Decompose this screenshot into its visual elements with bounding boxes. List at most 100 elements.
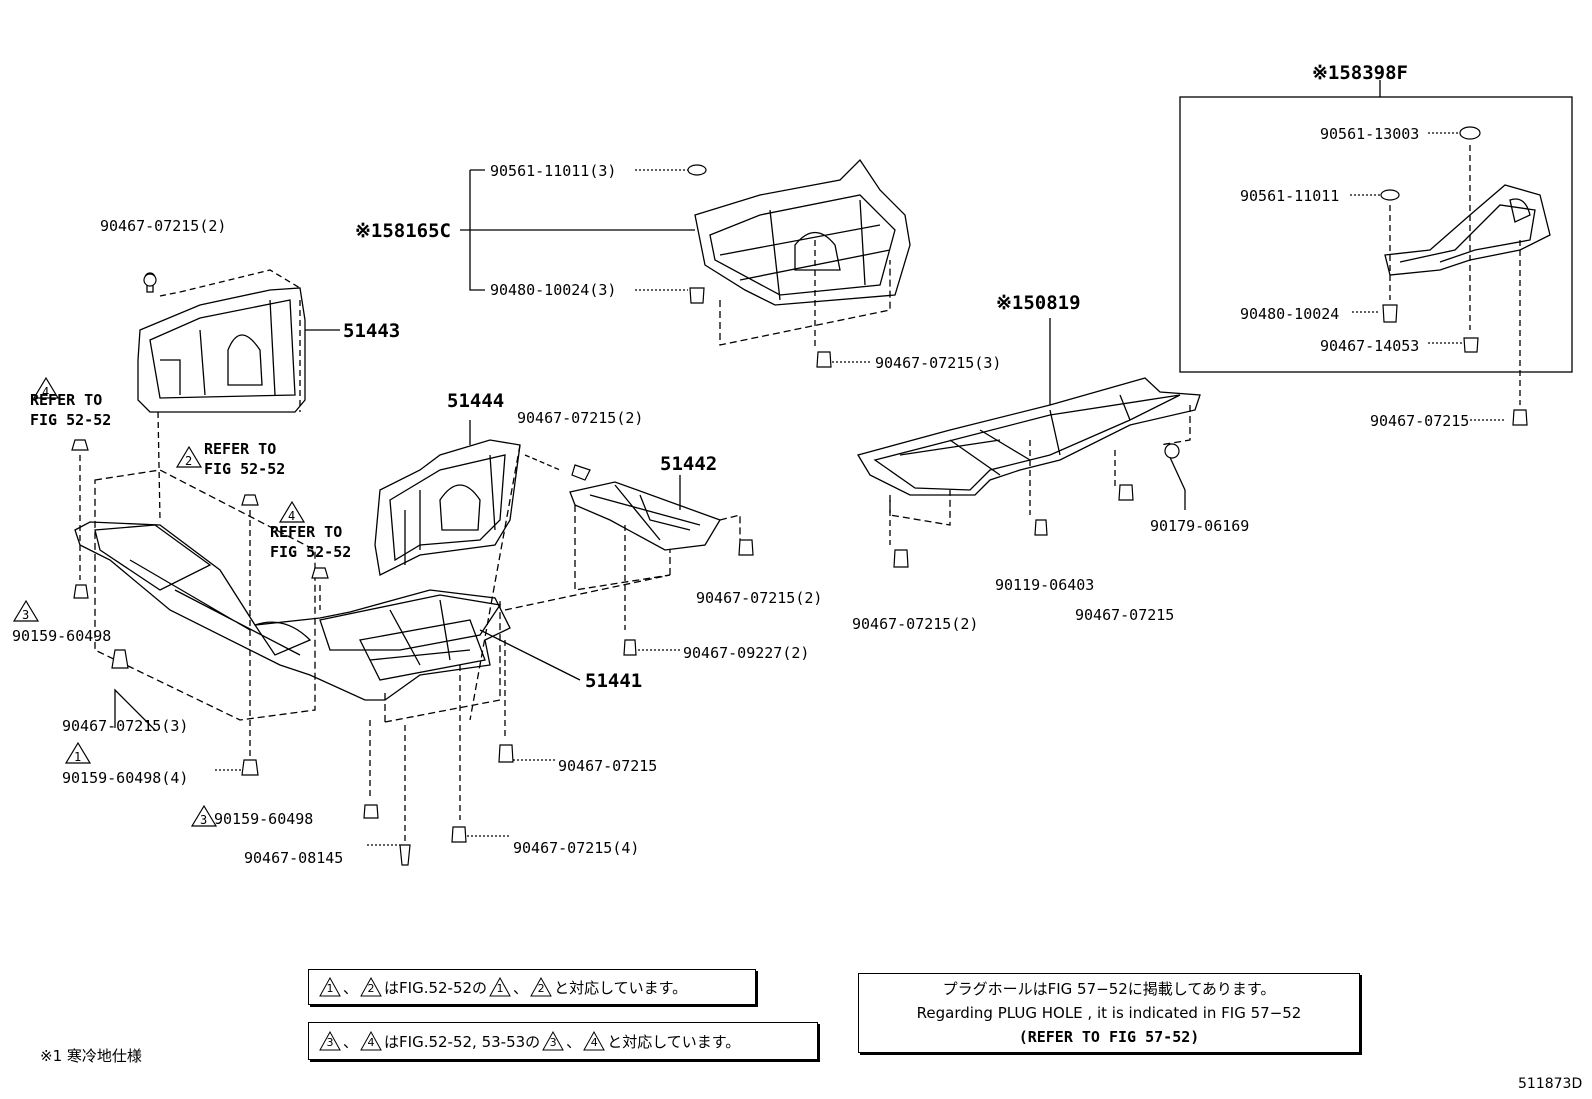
- fastener-label: 90159-60498: [214, 810, 314, 828]
- fastener-glyph-9: [399, 844, 411, 866]
- fastener-glyph-1: [143, 273, 157, 287]
- fastener-glyph-14: [623, 639, 637, 656]
- detail-box-58398f: [1179, 96, 1573, 373]
- fastener-label: 90467-07215(2): [852, 615, 979, 633]
- ref-b-line2: FIG 52-52: [204, 460, 286, 478]
- note-text: と対応しています。: [554, 978, 688, 997]
- triangle-3b-num: 3: [200, 813, 208, 827]
- fastener-glyph-26: [893, 549, 909, 568]
- fastener-label: 90467-07215(2): [517, 409, 644, 427]
- fastener-glyph-15: [687, 164, 707, 176]
- plug-hole-note-en: Regarding PLUG HOLE , it is indicated in…: [916, 1004, 1302, 1022]
- triangle-icon: 3: [542, 1031, 565, 1051]
- figure-id: 511873D: [1518, 1076, 1583, 1092]
- fastener-glyph-10: [451, 826, 467, 843]
- triangle-icon: 2: [530, 977, 552, 997]
- triangle-ref-b: [175, 445, 203, 468]
- cold-region-spec-note: ※1 寒冷地仕様: [40, 1047, 142, 1065]
- triangle-icon: 4: [360, 1031, 382, 1051]
- fastener-glyph-21: [1463, 337, 1479, 353]
- triangle-icon: 2: [360, 977, 382, 997]
- ref-a-line1: REFER TO: [30, 391, 103, 409]
- triangle-3a: [12, 599, 40, 622]
- fastener-label: 90467-07215(4): [513, 839, 640, 857]
- ref-c-line2: FIG 52-52: [270, 543, 352, 561]
- fastener-glyph-18: [1459, 126, 1481, 140]
- part-58398f-drawing: [1384, 184, 1551, 276]
- triangle-ref-c: [278, 500, 306, 523]
- note-text: はFIG.52-52の: [384, 978, 488, 997]
- note-separator: 、: [566, 1032, 582, 1051]
- part-58165c-drawing: [694, 158, 911, 306]
- fastener-label: 90159-60498(4): [62, 769, 189, 787]
- part-51443-drawing: [137, 269, 306, 521]
- fastener-label: 90119-06403: [995, 576, 1095, 594]
- part-label-58165c: ※158165C: [355, 220, 451, 242]
- fastener-label: 90467-08145: [244, 849, 344, 867]
- fastener-glyph-22: [1512, 409, 1528, 426]
- fastener-label: 90467-07215(3): [875, 354, 1002, 372]
- triangle-icon: 3: [319, 1031, 341, 1051]
- note-separator: 、: [513, 978, 529, 997]
- leader-51441: [479, 629, 581, 681]
- part-label-51442: 51442: [660, 453, 718, 475]
- fastener-glyph-16: [689, 287, 705, 304]
- fastener-glyph-23: [1164, 443, 1180, 459]
- part-51442-drawing: [569, 481, 721, 551]
- part-51444-drawing: [374, 439, 521, 576]
- part-label-51444: 51444: [447, 390, 505, 412]
- fastener-label: 90561-13003: [1320, 125, 1420, 143]
- fastener-glyph-4: [311, 567, 329, 579]
- fastener-glyph-3: [241, 494, 259, 506]
- fastener-glyph-24: [1034, 519, 1048, 536]
- fastener-label: 90467-14053: [1320, 337, 1420, 355]
- part-51441-drawing: [74, 521, 511, 701]
- fastener-glyph-12: [571, 464, 591, 481]
- plug-hole-note-ref: (REFER TO FIG 57-52): [1018, 1028, 1200, 1046]
- fastener-label: 90467-07215(2): [100, 217, 227, 235]
- fastener-glyph-13: [738, 539, 754, 556]
- fastener-glyph-25: [1118, 484, 1134, 501]
- plug-hole-note: プラグホールはFIG 57−52に掲載してあります。 Regarding PLU…: [858, 973, 1360, 1053]
- triangle-3a-num: 3: [22, 608, 30, 622]
- triangle-ref-a: [32, 376, 60, 399]
- triangle-3b: [190, 804, 218, 827]
- triangle-icon: 1: [489, 977, 511, 997]
- fastener-label: 90467-07215: [1370, 412, 1470, 430]
- fastener-glyph-7: [241, 759, 259, 776]
- part-label-58398f: ※158398F: [1312, 62, 1408, 84]
- triangle-icon: 4: [583, 1031, 606, 1051]
- fastener-glyph-5: [73, 584, 89, 599]
- ref-a-line2: FIG 52-52: [30, 411, 112, 429]
- part-label-51443: 51443: [343, 320, 401, 342]
- note-box-2: 3 、 4 はFIG.52-52, 53-53の 3 、 4 と対応しています。: [308, 1022, 818, 1060]
- triangle-ref-c-num: 4: [288, 509, 296, 523]
- fastener-label: 90467-07215: [1075, 606, 1175, 624]
- note-text: と対応しています。: [607, 1032, 741, 1051]
- fastener-glyph-19: [1380, 189, 1400, 201]
- fastener-label: 90480-10024: [1240, 305, 1340, 323]
- fastener-glyph-2: [71, 439, 89, 451]
- triangle-1: [64, 741, 92, 764]
- fastener-label: 90467-07215(2): [696, 589, 823, 607]
- triangle-1-num: 1: [74, 750, 82, 764]
- fastener-label: 90159-60498: [12, 627, 112, 645]
- fastener-label: 90179-06169: [1150, 517, 1250, 535]
- ref-b-line1: REFER TO: [204, 440, 277, 458]
- triangle-icon: 1: [319, 977, 341, 997]
- fastener-label: 90467-07215(3): [62, 717, 189, 735]
- plug-hole-note-jp: プラグホールはFIG 57−52に掲載してあります。: [942, 980, 1276, 998]
- fastener-label: 90467-07215: [558, 757, 658, 775]
- fastener-label: 90480-10024(3): [490, 281, 617, 299]
- ref-c-line1: REFER TO: [270, 523, 343, 541]
- part-label-51441: 51441: [585, 670, 643, 692]
- note-separator: 、: [343, 1032, 359, 1051]
- part-label-50819: ※150819: [996, 292, 1081, 314]
- part-50819-drawing: [857, 377, 1201, 496]
- note-text: はFIG.52-52, 53-53の: [384, 1032, 541, 1051]
- fastener-label: 90561-11011: [1240, 187, 1340, 205]
- note-box-1: 1 、 2 はFIG.52-52の 1 、 2 と対応しています。: [308, 969, 756, 1005]
- triangle-ref-b-num: 2: [185, 454, 193, 468]
- fastener-label: 90561-11011(3): [490, 162, 617, 180]
